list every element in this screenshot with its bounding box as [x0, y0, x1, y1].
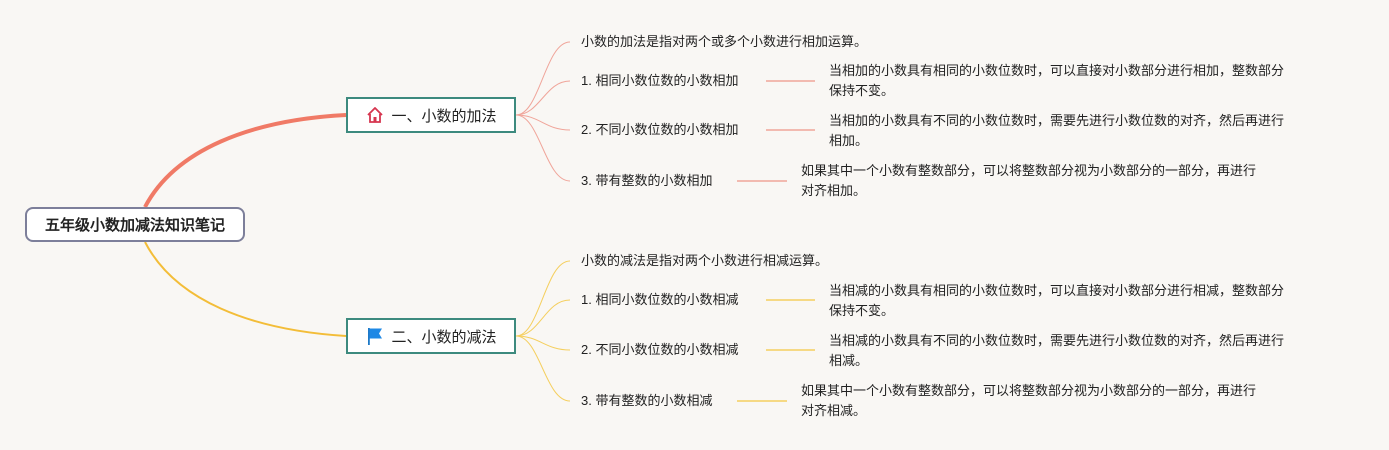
- connector-add-item2: [515, 114, 571, 131]
- connector-root-sub: [144, 241, 347, 337]
- subtraction-item-1-desc-line2: 保持不变。: [829, 303, 895, 318]
- subtraction-item-3-desc[interactable]: 如果其中一个小数有整数部分，可以将整数部分视为小数部分的一部分，再进行 对齐相减…: [801, 381, 1301, 421]
- branch-node-addition[interactable]: 一、小数的加法: [346, 97, 516, 133]
- root-node[interactable]: 五年级小数加减法知识笔记: [25, 207, 245, 242]
- root-title: 五年级小数加减法知识笔记: [44, 217, 225, 234]
- addition-item-2-desc-line2: 相加。: [829, 133, 869, 148]
- subtraction-item-1-desc[interactable]: 当相减的小数具有相同的小数位数时，可以直接对小数部分进行相减，整数部分 保持不变…: [829, 281, 1329, 321]
- subtraction-item-1[interactable]: 1. 相同小数位数的小数相减: [581, 292, 739, 307]
- addition-intro[interactable]: 小数的加法是指对两个或多个小数进行相加运算。: [581, 34, 868, 49]
- subtraction-item-3-desc-line2: 对齐相减。: [801, 403, 867, 418]
- house-icon: [365, 105, 385, 125]
- addition-item-1-desc[interactable]: 当相加的小数具有相同的小数位数时，可以直接对小数部分进行相加，整数部分 保持不变…: [829, 61, 1329, 101]
- addition-item-2-desc[interactable]: 当相加的小数具有不同的小数位数时，需要先进行小数位数的对齐，然后再进行 相加。: [829, 111, 1329, 151]
- connector-sub-item3: [515, 335, 571, 402]
- branch-node-subtraction[interactable]: 二、小数的减法: [346, 318, 516, 354]
- branch-title-addition: 一、小数的加法: [391, 107, 497, 125]
- addition-item-3[interactable]: 3. 带有整数的小数相加: [581, 173, 713, 188]
- subtraction-intro[interactable]: 小数的减法是指对两个小数进行相减运算。: [581, 253, 829, 268]
- addition-item-1-desc-line2: 保持不变。: [829, 83, 895, 98]
- addition-item-3-desc[interactable]: 如果其中一个小数有整数部分，可以将整数部分视为小数部分的一部分，再进行 对齐相加…: [801, 161, 1301, 201]
- flag-icon: [365, 326, 385, 346]
- addition-item-2-desc-line1: 当相加的小数具有不同的小数位数时，需要先进行小数位数的对齐，然后再进行: [829, 113, 1285, 128]
- connector-sub-intro: [515, 260, 571, 337]
- subtraction-item-2[interactable]: 2. 不同小数位数的小数相减: [581, 342, 739, 357]
- connector-sub-item2: [515, 335, 571, 351]
- subtraction-item-2-desc[interactable]: 当相减的小数具有不同的小数位数时，需要先进行小数位数的对齐，然后再进行 相减。: [829, 331, 1329, 371]
- subtraction-item-3[interactable]: 3. 带有整数的小数相减: [581, 393, 713, 408]
- branch-title-subtraction: 二、小数的减法: [391, 328, 497, 346]
- addition-item-2[interactable]: 2. 不同小数位数的小数相加: [581, 122, 739, 137]
- connector-root-add: [143, 113, 347, 208]
- connector-add-item1: [515, 80, 571, 116]
- subtraction-item-2-desc-line2: 相减。: [829, 353, 869, 368]
- addition-item-1-desc-line1: 当相加的小数具有相同的小数位数时，可以直接对小数部分进行相加，整数部分: [829, 63, 1285, 78]
- addition-item-3-desc-line1: 如果其中一个小数有整数部分，可以将整数部分视为小数部分的一部分，再进行: [801, 163, 1257, 178]
- subtraction-item-1-desc-line1: 当相减的小数具有相同的小数位数时，可以直接对小数部分进行相减，整数部分: [829, 283, 1285, 298]
- connector-add-intro: [515, 41, 571, 116]
- addition-item-1[interactable]: 1. 相同小数位数的小数相加: [581, 73, 739, 88]
- addition-item-3-desc-line2: 对齐相加。: [801, 183, 867, 198]
- subtraction-item-3-desc-line1: 如果其中一个小数有整数部分，可以将整数部分视为小数部分的一部分，再进行: [801, 383, 1257, 398]
- connector-sub-item1: [515, 299, 571, 337]
- connector-add-item3: [515, 114, 571, 182]
- subtraction-item-2-desc-line1: 当相减的小数具有不同的小数位数时，需要先进行小数位数的对齐，然后再进行: [829, 333, 1285, 348]
